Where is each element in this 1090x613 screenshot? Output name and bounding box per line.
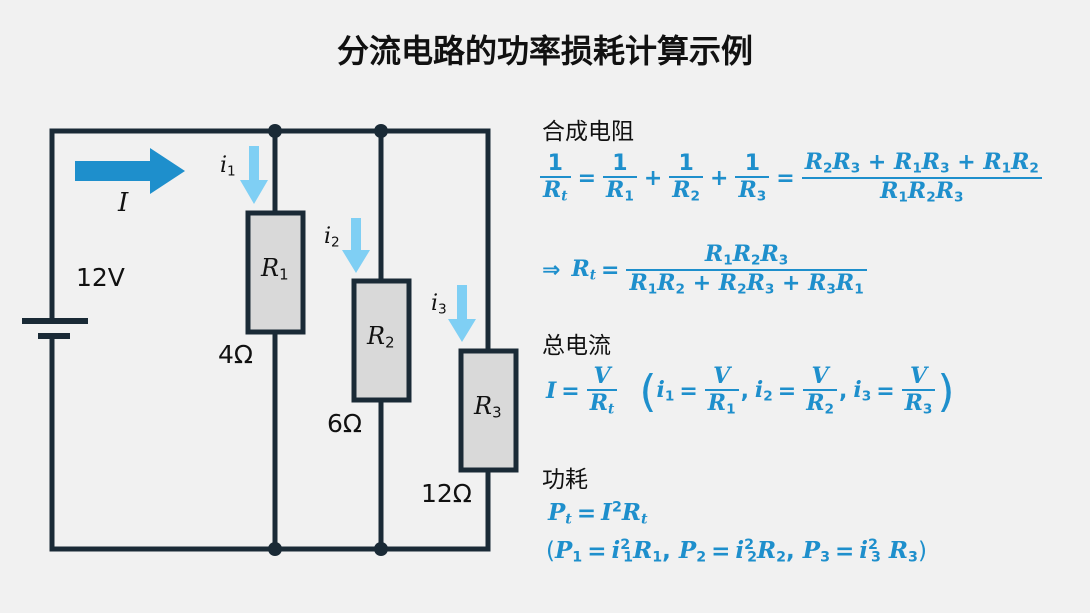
slide-title: 分流电路的功率损耗计算示例 [336, 32, 753, 70]
resistor-1-body [245, 210, 306, 335]
junction-dot [268, 124, 282, 138]
main-current-arrow [75, 148, 185, 194]
branch-1-current-label: i1 [220, 153, 236, 180]
main-current-label: I [118, 188, 129, 218]
junction-dot [374, 542, 388, 556]
resistor-2-value: 6Ω [327, 409, 363, 438]
source-voltage-label: 12V [76, 263, 125, 292]
branch-2-current-arrow [342, 218, 370, 273]
heading-total-current: 总电流 [542, 333, 611, 359]
resistor-1-label: R1 [261, 254, 289, 284]
junction-dot [374, 124, 388, 138]
branch-1-current-arrow [240, 146, 268, 204]
branch-power-formula: (P1=i21R1, P2=i22R2, P3=i23 R3) [546, 537, 927, 566]
resistor-1-value: 4Ω [218, 340, 254, 369]
heading-combined-resistance: 合成电阻 [542, 119, 634, 145]
resistor-3-body [458, 348, 519, 473]
resistor-3-value: 12Ω [421, 479, 472, 508]
heading-power: 功耗 [542, 467, 588, 493]
resistor-3-label: R3 [474, 392, 502, 422]
resistor-2-label: R2 [367, 322, 395, 352]
total-power-formula: Pt=I2Rt [548, 499, 648, 528]
branch-3-current-arrow [448, 285, 476, 342]
resistor-2-body [351, 278, 412, 403]
branch-3-current-label: i3 [431, 291, 447, 318]
junction-dot [268, 542, 282, 556]
branch-2-current-label: i2 [324, 224, 340, 251]
